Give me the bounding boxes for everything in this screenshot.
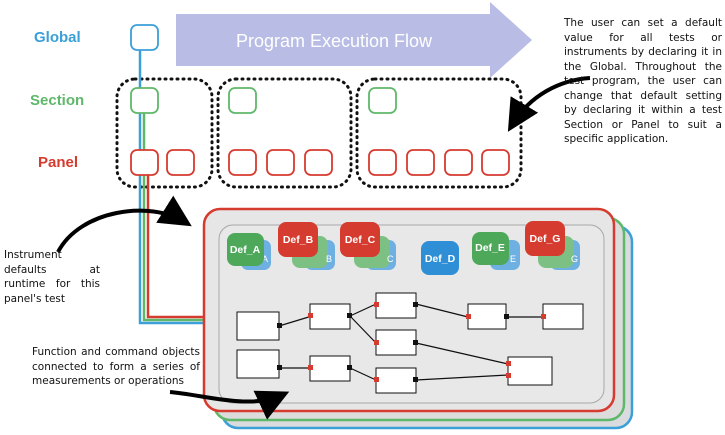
dotted-group-2 bbox=[216, 77, 353, 189]
level-label-panel: Panel bbox=[38, 154, 78, 171]
note-global-defaults: The user can set a default value for all… bbox=[564, 17, 722, 145]
callout-arrow-instrument-defaults bbox=[56, 195, 192, 253]
function-object bbox=[309, 303, 351, 330]
panel-box bbox=[481, 149, 510, 176]
def-b-label: Def_B bbox=[283, 234, 314, 246]
output-ports bbox=[277, 302, 509, 382]
function-object bbox=[309, 355, 351, 382]
panel-box bbox=[130, 149, 159, 176]
ghost-label: E bbox=[510, 254, 516, 264]
callout-arrow-global-note bbox=[507, 76, 591, 132]
panel-box bbox=[406, 149, 435, 176]
program-flow-label: Program Execution Flow bbox=[236, 31, 433, 51]
panel-box bbox=[266, 149, 295, 176]
def-d-label: Def_D bbox=[425, 253, 456, 265]
panel-box bbox=[166, 149, 195, 176]
section-wire bbox=[142, 112, 228, 322]
default-stack-a: A Def_A bbox=[227, 233, 271, 270]
section-box-3 bbox=[368, 87, 397, 114]
function-object bbox=[236, 349, 280, 379]
input-ports bbox=[308, 302, 546, 382]
panel-wire bbox=[146, 175, 228, 319]
panel-boxes bbox=[130, 149, 510, 176]
function-connections bbox=[278, 303, 543, 381]
def-c-label: Def_C bbox=[345, 234, 376, 246]
default-stack-b: B Def_B bbox=[278, 222, 335, 270]
global-box bbox=[130, 24, 159, 51]
ghost-label: A bbox=[262, 254, 268, 264]
panel-box bbox=[304, 149, 333, 176]
panel-box bbox=[368, 149, 397, 176]
default-stack-c: C Def_C bbox=[340, 222, 396, 270]
default-stack-d: Def_D bbox=[421, 241, 459, 275]
note-instrument-defaults: Instrument defaults at runtime for this … bbox=[4, 249, 100, 305]
dotted-group-1 bbox=[115, 77, 214, 189]
function-object bbox=[375, 329, 417, 356]
panel-box bbox=[444, 149, 473, 176]
level-label-section: Section bbox=[30, 92, 84, 109]
function-object bbox=[467, 303, 507, 330]
dotted-group-3 bbox=[355, 77, 523, 189]
ghost-label: G bbox=[571, 254, 578, 264]
default-stack-g: G Def_G bbox=[525, 221, 580, 270]
def-e-label: Def_E bbox=[475, 242, 505, 254]
ghost-label: C bbox=[387, 254, 394, 264]
global-wire bbox=[138, 50, 228, 325]
note-function-objects: Function and command objects connected t… bbox=[32, 346, 200, 387]
function-object bbox=[507, 356, 553, 386]
function-object bbox=[375, 292, 417, 319]
function-object bbox=[542, 303, 584, 330]
section-box-2 bbox=[228, 87, 257, 114]
def-a-label: Def_A bbox=[230, 244, 261, 256]
level-label-global: Global bbox=[34, 29, 81, 46]
function-object bbox=[375, 367, 417, 394]
ghost-label: B bbox=[326, 254, 332, 264]
def-g-label: Def_G bbox=[530, 233, 561, 245]
default-stack-e: E Def_E bbox=[472, 232, 520, 270]
program-flow-arrow bbox=[176, 2, 532, 78]
function-object bbox=[236, 311, 280, 341]
callout-arrow-function-objects bbox=[169, 390, 290, 420]
section-box-1 bbox=[130, 87, 159, 114]
panel-box bbox=[228, 149, 257, 176]
